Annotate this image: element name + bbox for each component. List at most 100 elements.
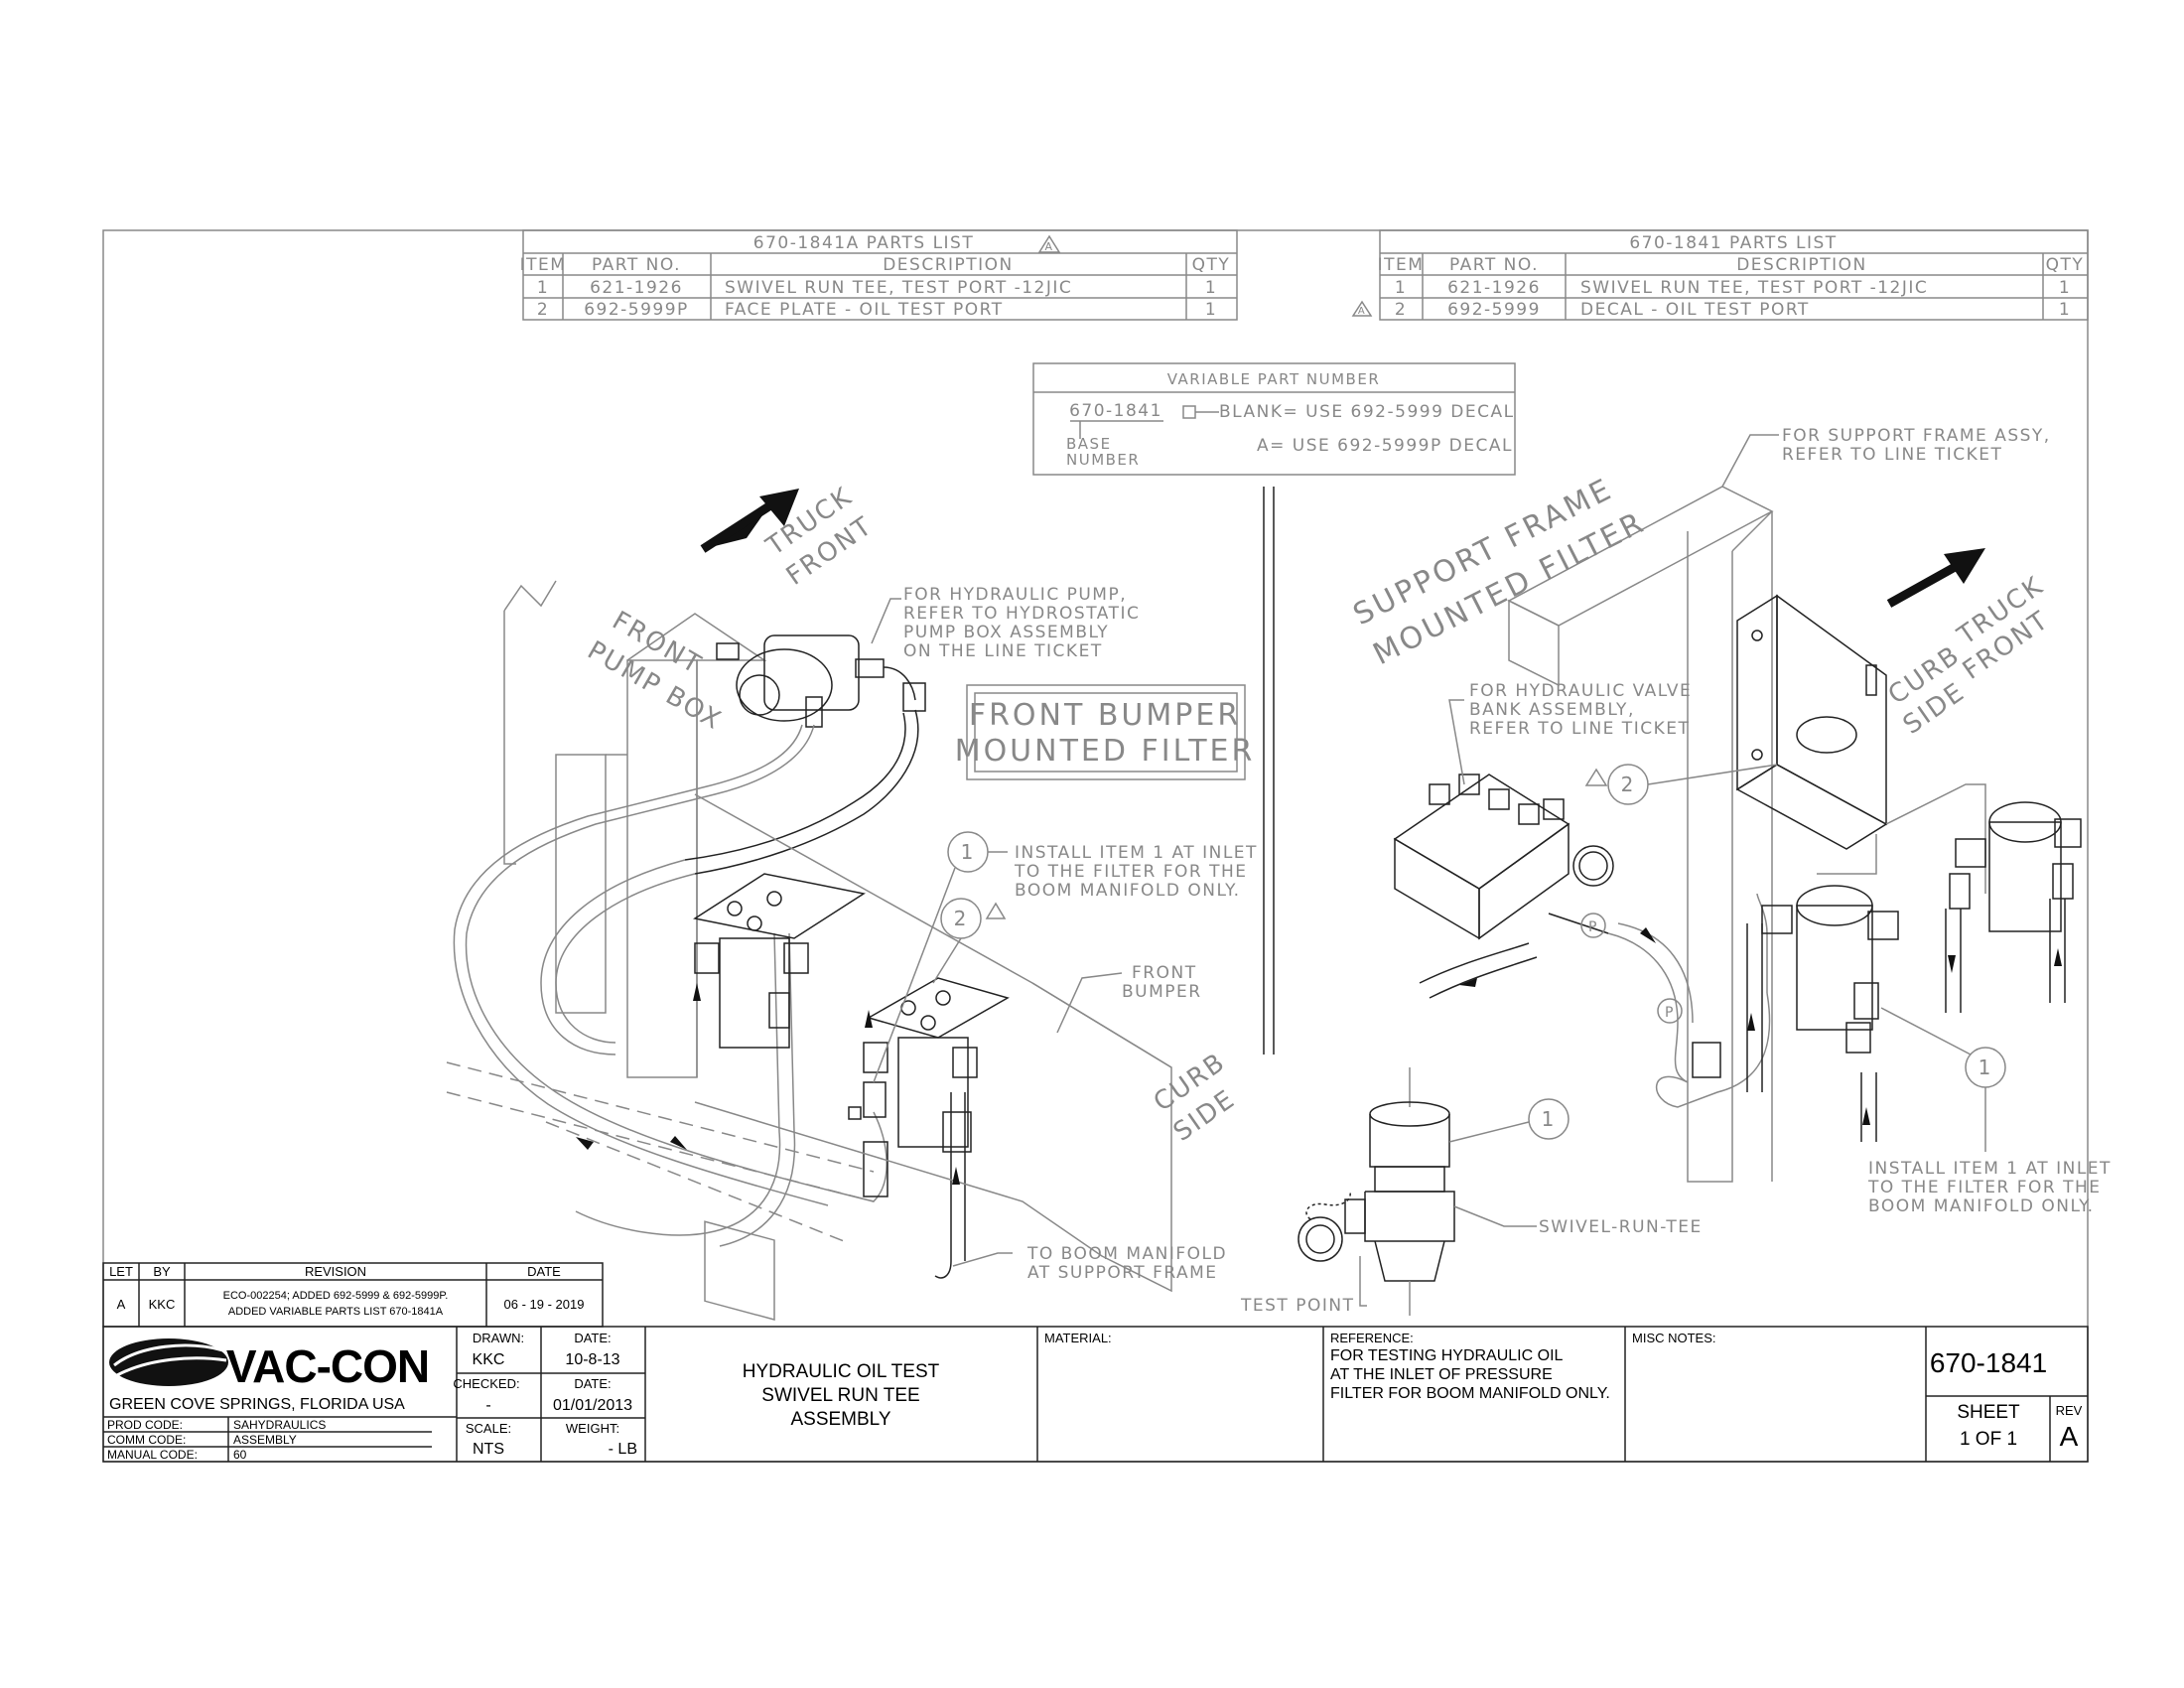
rev-delta-icon [1351, 300, 1373, 317]
rev-by: KKC [149, 1297, 176, 1312]
rev-delta-icon [985, 902, 1007, 919]
checked-date-label: DATE: [574, 1376, 611, 1391]
rev-description-line: ECO-002254; ADDED 692-5999 & 692-5999P. [223, 1290, 449, 1302]
boom-note-line: AT SUPPORT FRAME [1027, 1263, 1218, 1283]
parts-list-670-1841: 670-1841 PARTS LIST ITEM PART NO. DESCRI… [1351, 229, 2089, 321]
boom-note-line: TO BOOM MANIFOLD [1026, 1244, 1227, 1264]
flow-arrow-icon [1747, 1013, 1755, 1031]
filter-assembly-right [848, 977, 1010, 1148]
flow-arrow-icon [1640, 927, 1656, 943]
hydraulic-hoses-right [1419, 893, 2066, 1142]
rev-header-by: BY [153, 1264, 171, 1279]
row-description: SWIVEL RUN TEE, TEST PORT -12JIC [1580, 278, 1928, 298]
prod-code: SAHYDRAULICS [233, 1418, 326, 1432]
checked-by: - [485, 1397, 490, 1414]
header-item: ITEM [520, 255, 567, 275]
revision-block: LET BY REVISION DATE A KKC ECO-002254; A… [102, 1262, 604, 1328]
row-qty: 1 [1205, 278, 1217, 298]
company-name: VAC-CON [226, 1340, 429, 1392]
sheet-label: SHEET [1957, 1402, 2020, 1423]
rev-header-date: DATE [527, 1264, 561, 1279]
parts-list-title: 670-1841A PARTS LIST [753, 233, 975, 253]
filter-assembly-support-frame [1761, 885, 1899, 1054]
balloon-label: 1 [1979, 1055, 1993, 1079]
flow-arrow-icon [670, 1136, 687, 1150]
item-balloon-1 [1528, 1098, 1570, 1140]
flow-arrow-icon [2054, 948, 2062, 966]
reference-line: FILTER FOR BOOM MANIFOLD ONLY. [1330, 1385, 1610, 1402]
row-item: 2 [1395, 300, 1407, 320]
scale-label: SCALE: [466, 1421, 511, 1436]
pressure-gauge-icon [1572, 845, 1614, 887]
weight: - LB [609, 1441, 637, 1458]
rev-header-revision: REVISION [305, 1264, 366, 1279]
comm-code: ASSEMBLY [233, 1433, 297, 1447]
material-label: MATERIAL: [1044, 1331, 1112, 1345]
base-part-number: 670-1841 [1069, 401, 1162, 421]
drawing-title-line: ASSEMBLY [790, 1409, 890, 1430]
header-description: DESCRIPTION [1736, 255, 1867, 275]
frame-note-line: REFER TO LINE TICKET [1782, 445, 2002, 465]
install-note-line: BOOM MANIFOLD ONLY. [1868, 1196, 2095, 1216]
rev-delta-label: A [1358, 306, 1366, 317]
test-point-p-marker [1657, 998, 1683, 1024]
number-label: NUMBER [1066, 451, 1140, 469]
checked-label: CHECKED: [453, 1376, 519, 1391]
parts-list-670-1841a: 670-1841A PARTS LIST A ITEM PART NO. DES… [520, 229, 1238, 321]
rev-label: REV [2056, 1403, 2083, 1418]
company-location: GREEN COVE SPRINGS, FLORIDA USA [109, 1396, 405, 1413]
valve-note-line: REFER TO LINE TICKET [1469, 719, 1690, 739]
blank-option: BLANK= USE 692-5999 DECAL [1219, 402, 1515, 422]
header-qty: QTY [1192, 255, 1231, 275]
sheet-number: 1 OF 1 [1960, 1429, 2017, 1450]
swivel-run-tee-detail [1297, 1067, 1455, 1316]
header-part-no: PART NO. [592, 255, 681, 275]
hydraulic-valve-bank [1393, 774, 1614, 940]
valve-note-line: FOR HYDRAULIC VALVE [1469, 681, 1692, 701]
rev-description-line: ADDED VARIABLE PARTS LIST 670-1841A [228, 1306, 444, 1318]
test-point-cap-icon [1297, 1216, 1343, 1262]
front-bumper-frame [446, 793, 1172, 1321]
rev-letter: A [2060, 1421, 2079, 1452]
test-point-p-marker [1580, 913, 1606, 938]
rev-header-let: LET [109, 1264, 133, 1279]
rev-delta-icon [1584, 768, 1608, 786]
flow-arrow-icon [576, 1137, 594, 1150]
flow-arrow-icon [693, 983, 701, 1001]
drawn-label: DRAWN: [473, 1331, 524, 1345]
hydraulic-hoses [453, 709, 972, 1279]
flow-arrow-icon [1459, 978, 1477, 987]
base-label: BASE [1066, 435, 1112, 453]
pump-note-line: PUMP BOX ASSEMBLY [903, 623, 1109, 642]
header-item: ITEM [1378, 255, 1425, 275]
header-part-no: PART NO. [1449, 255, 1539, 275]
right-view-support-frame: FOR SUPPORT FRAME ASSY, REFER TO LINE TI… [1240, 426, 2110, 1316]
valve-note-line: BANK ASSEMBLY, [1469, 700, 1635, 720]
drawn-date-label: DATE: [574, 1331, 611, 1345]
front-bumper-title: FRONT BUMPER [969, 698, 1241, 733]
drawing-number: 670-1841 [1930, 1347, 2047, 1378]
row-qty: 1 [2059, 278, 2071, 298]
checked-date: 01/01/2013 [553, 1397, 632, 1414]
scale: NTS [473, 1441, 504, 1458]
row-part-no: 621-1926 [590, 278, 683, 298]
balloon-label: 1 [1542, 1107, 1557, 1131]
frame-note-line: FOR SUPPORT FRAME ASSY, [1782, 426, 2051, 446]
misc-notes-label: MISC NOTES: [1632, 1331, 1716, 1345]
drawing-title-line: HYDRAULIC OIL TEST [743, 1361, 940, 1382]
header-qty: QTY [2046, 255, 2085, 275]
a-option: A= USE 692-5999P DECAL [1257, 436, 1513, 456]
manual-code-label: MANUAL CODE: [107, 1448, 198, 1462]
drawing-title-line: SWIVEL RUN TEE [761, 1385, 919, 1406]
filter-label-box [966, 684, 1246, 780]
front-bumper-label: FRONT [1132, 963, 1197, 983]
pump-note-line: FOR HYDRAULIC PUMP, [903, 585, 1127, 605]
test-point-label: TEST POINT [1240, 1296, 1354, 1316]
drawn-by: KKC [473, 1351, 505, 1368]
variable-part-title: VARIABLE PART NUMBER [1167, 370, 1381, 388]
balloon-label: 2 [1621, 773, 1636, 796]
drawn-date: 10-8-13 [565, 1351, 619, 1368]
row-item: 1 [1395, 278, 1407, 298]
swivel-run-tee-label: SWIVEL-RUN-TEE [1539, 1217, 1703, 1237]
